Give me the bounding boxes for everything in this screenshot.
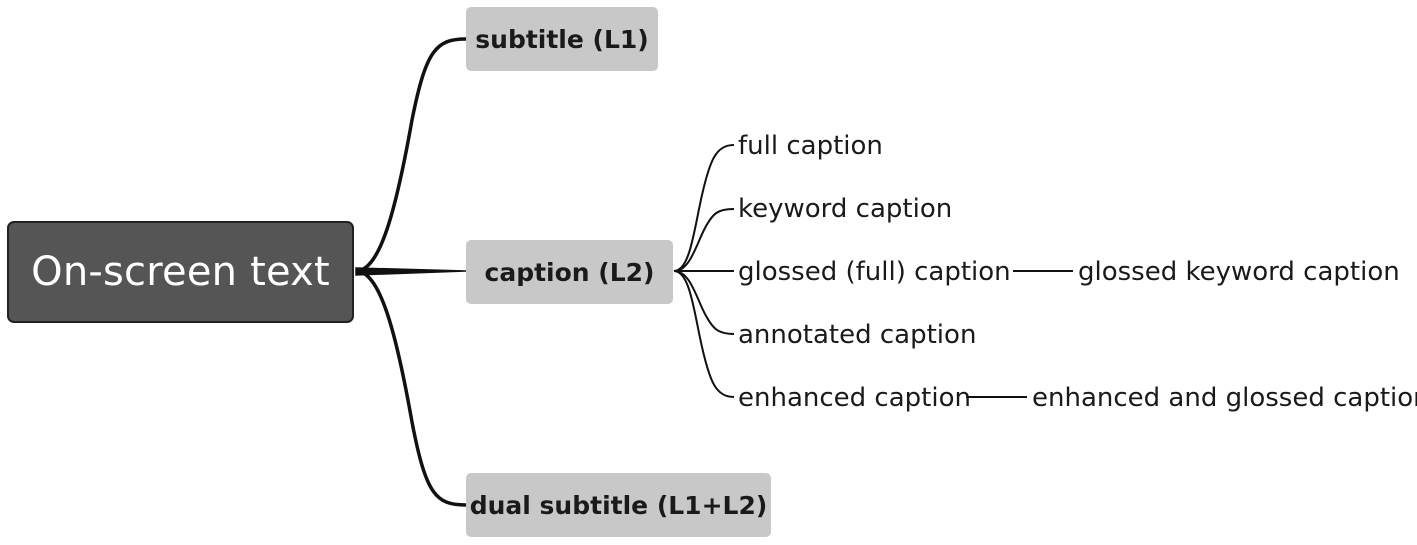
branch-dual-subtitle: dual subtitle (L1+L2)	[466, 473, 771, 537]
leaf-enhanced-and-glossed-caption: enhanced and glossed caption	[1032, 383, 1417, 413]
central-topic-label: On-screen text	[31, 249, 330, 295]
connector-central-to-caption	[355, 267, 467, 276]
connector-central-to-subtitle	[355, 37, 467, 273]
branch-subtitle: subtitle (L1)	[466, 7, 658, 71]
connector-caption-to-annotated-caption	[673, 270, 735, 335]
branch-caption-label: caption (L2)	[484, 257, 655, 287]
connector-caption-to-keyword-caption	[673, 208, 735, 272]
leaf-enhanced-caption: enhanced caption	[738, 383, 971, 413]
branch-caption: caption (L2)	[466, 240, 673, 304]
connector-caption-to-enhanced-caption	[673, 270, 735, 398]
central-topic: On-screen text	[7, 221, 354, 323]
branch-subtitle-label: subtitle (L1)	[475, 24, 649, 54]
leaf-glossed-keyword-caption: glossed keyword caption	[1078, 257, 1400, 287]
leaf-keyword-caption: keyword caption	[738, 194, 953, 224]
branch-dual-subtitle-label: dual subtitle (L1+L2)	[469, 490, 768, 520]
connector-caption-to-full-caption	[673, 144, 735, 272]
leaf-glossed-full-caption: glossed (full) caption	[738, 257, 1011, 287]
leaf-full-caption: full caption	[738, 131, 883, 161]
leaf-annotated-caption: annotated caption	[738, 320, 977, 350]
connector-central-to-dual-subtitle	[355, 269, 467, 507]
